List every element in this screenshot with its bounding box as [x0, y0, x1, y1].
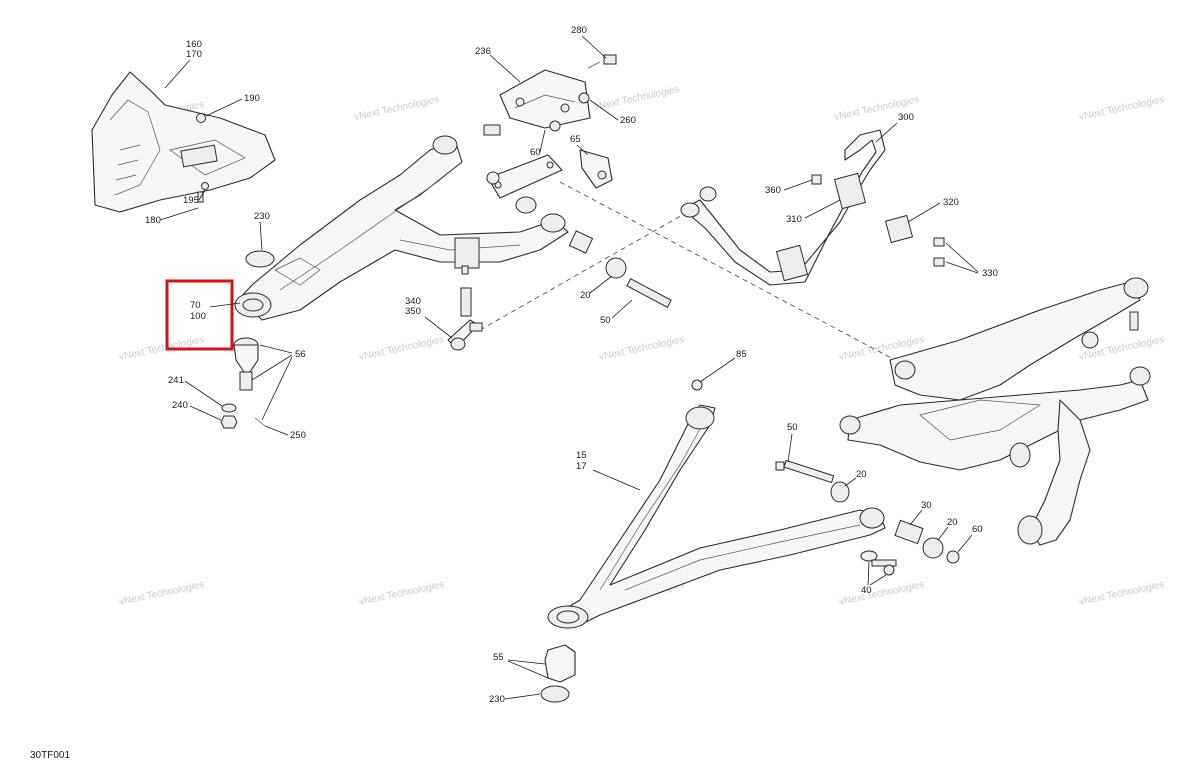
callout-280: 280 — [571, 25, 587, 36]
callout-236: 236 — [475, 46, 491, 57]
callout-60-lower: 60 — [972, 524, 983, 535]
callout-195: 195 — [183, 195, 199, 206]
callout-30: 30 — [921, 500, 932, 511]
callout-240: 240 — [172, 400, 188, 411]
callout-50-upper: 50 — [600, 315, 611, 326]
callout-190: 190 — [244, 93, 260, 104]
callout-310: 310 — [786, 214, 802, 225]
callout-40: 40 — [861, 585, 872, 596]
mount-plate-60 — [486, 149, 613, 199]
mount-bracket-236 — [483, 54, 617, 136]
callout-350: 350 — [405, 306, 421, 317]
callout-180: 180 — [145, 215, 161, 226]
upper-a-arm — [234, 135, 569, 321]
callout-50-lower: 50 — [787, 422, 798, 433]
watermark: vNext Technologies — [598, 334, 685, 363]
callout-250: 250 — [290, 430, 306, 441]
watermark: vNext Technologies — [118, 579, 205, 608]
sway-bar — [680, 129, 945, 286]
skid-plate — [91, 71, 276, 213]
callout-300: 300 — [898, 112, 914, 123]
callout-320: 320 — [943, 197, 959, 208]
callout-170: 170 — [186, 49, 202, 60]
callout-60-upper: 60 — [530, 147, 541, 158]
callout-340: 340 — [405, 296, 421, 307]
assembly-guide-lines — [479, 181, 896, 361]
callout-100: 100 — [190, 311, 206, 322]
callout-20-lower-a: 20 — [856, 469, 867, 480]
callout-55: 55 — [493, 652, 504, 663]
watermark: vNext Technologies — [593, 84, 680, 113]
callout-260: 260 — [620, 115, 636, 126]
callout-17: 17 — [576, 461, 587, 472]
front-suspension-assembly — [839, 277, 1151, 546]
watermark: vNext Technologies — [358, 579, 445, 608]
watermark: vNext Technologies — [838, 579, 925, 608]
callouts-skid: 160 170 190 195 180 — [145, 39, 260, 226]
watermark: vNext Technologies — [353, 94, 440, 123]
callout-160: 160 — [186, 39, 202, 50]
highlight-box — [165, 279, 234, 351]
lower-arm-hardware — [775, 459, 960, 576]
watermark: vNext Technologies — [358, 334, 445, 363]
watermark: vNext Technologies — [1078, 579, 1165, 608]
callout-230-lower: 230 — [489, 694, 505, 705]
callout-20-upper: 20 — [580, 290, 591, 301]
callouts-lower: 85 15 17 50 20 30 20 60 40 55 230 — [489, 349, 983, 705]
callout-70: 70 — [190, 300, 201, 311]
callout-230: 230 — [254, 211, 270, 222]
bushings-upper — [515, 196, 672, 309]
lower-a-arm — [540, 379, 886, 703]
callout-56: 56 — [295, 349, 306, 360]
watermark: vNext Technologies — [1078, 94, 1165, 123]
callout-20-lower-b: 20 — [947, 517, 958, 528]
diagram-code: 30TF001 — [30, 750, 71, 761]
callouts-upper-mid: 236 280 260 60 65 20 50 340 350 — [405, 25, 636, 339]
callout-15: 15 — [576, 450, 587, 461]
callout-65: 65 — [570, 134, 581, 145]
callout-85: 85 — [736, 349, 747, 360]
callouts-sway: 300 360 310 320 330 — [765, 112, 998, 279]
stabilizer-link-340 — [447, 287, 483, 351]
callout-330: 330 — [982, 268, 998, 279]
callout-360: 360 — [765, 185, 781, 196]
callouts-upper-left: 230 70 100 56 241 240 250 — [165, 211, 306, 441]
callout-241: 241 — [168, 375, 184, 386]
ball-joint-left — [220, 250, 275, 429]
